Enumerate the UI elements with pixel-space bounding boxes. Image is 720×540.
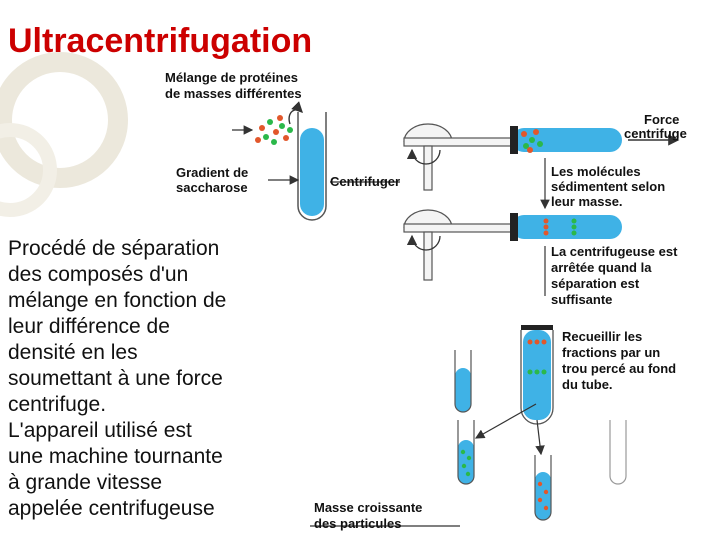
rotor-shaft bbox=[423, 231, 433, 281]
body-line: centrifuge. bbox=[8, 393, 107, 416]
label-recueillir-1: Recueillir les bbox=[562, 329, 642, 344]
horizontal-tube bbox=[510, 126, 622, 154]
label-melange-1: Mélange de protéines bbox=[165, 70, 298, 85]
rotor-shaft bbox=[423, 145, 433, 191]
slide-title: Ultracentrifugation bbox=[8, 22, 313, 60]
body-line: Procédé de séparation bbox=[8, 237, 220, 260]
label-recueillir-2: fractions par un bbox=[562, 345, 660, 360]
label-recueillir-4: du tube. bbox=[562, 377, 613, 392]
transfer-arrow-1 bbox=[474, 403, 537, 439]
label-masse-2: des particules bbox=[314, 516, 401, 531]
label-molecules-1: Les molécules bbox=[551, 164, 641, 179]
label-gradient-1: Gradient de bbox=[176, 165, 248, 180]
label-molecules-3: leur masse. bbox=[551, 194, 623, 209]
collection-tube-1 bbox=[454, 350, 472, 413]
body-line: des composés d'un bbox=[8, 263, 189, 286]
slide-body-text: Procédé de séparation des composés d'un … bbox=[8, 236, 288, 522]
label-force-1: Force bbox=[644, 112, 679, 127]
tube-cap bbox=[521, 325, 553, 330]
tube-liquid bbox=[512, 215, 622, 239]
body-line: mélange en fonction de bbox=[8, 289, 227, 312]
body-line: appelée centrifugeuse bbox=[8, 497, 215, 520]
label-arret-4: suffisante bbox=[551, 292, 612, 307]
label-force-2: centrifuge bbox=[624, 126, 687, 141]
body-line: L'appareil utilisé est bbox=[8, 419, 192, 442]
collection-tube-3 bbox=[534, 455, 552, 521]
tube-liquid bbox=[300, 128, 324, 216]
label-arret-1: La centrifugeuse est bbox=[551, 244, 678, 259]
body-line: à grande vitesse bbox=[8, 471, 163, 494]
tube-cap bbox=[510, 126, 518, 154]
separated-horizontal-tube bbox=[510, 213, 622, 241]
rotor-arm bbox=[403, 137, 515, 147]
collection-tube-4 bbox=[609, 420, 627, 485]
label-masse-1: Masse croissante bbox=[314, 500, 422, 515]
tube-liquid bbox=[523, 330, 551, 420]
body-line: soumettant à une force bbox=[8, 367, 223, 390]
label-arret-2: arrêtée quand la bbox=[551, 260, 652, 275]
label-molecules-2: sédimentent selon bbox=[551, 179, 665, 194]
protein-mixture bbox=[255, 115, 293, 145]
swirl-ring-small bbox=[0, 123, 57, 217]
body-line: une machine tournante bbox=[8, 445, 223, 468]
label-arret-3: séparation est bbox=[551, 276, 640, 291]
gradient-tube bbox=[297, 112, 327, 221]
body-line: leur différence de bbox=[8, 315, 170, 338]
swirl-ring-large bbox=[0, 52, 128, 188]
body-line: densité en les bbox=[8, 341, 138, 364]
fraction-tube bbox=[520, 325, 554, 425]
tube-cap bbox=[510, 213, 518, 241]
label-gradient-2: saccharose bbox=[176, 180, 248, 195]
label-melange-2: de masses différentes bbox=[165, 86, 302, 101]
rotation-icon bbox=[406, 148, 441, 165]
transfer-arrow-2 bbox=[535, 419, 545, 456]
label-recueillir-3: trou percé au fond bbox=[562, 361, 676, 376]
rotation-icon bbox=[406, 234, 441, 251]
pour-arrow bbox=[288, 101, 303, 125]
tube-outline bbox=[297, 112, 327, 221]
rotor-separated bbox=[403, 209, 515, 281]
collection-tube-2 bbox=[457, 420, 475, 485]
rotor-spinning bbox=[403, 123, 515, 191]
label-centrifuger: Centrifuger bbox=[330, 174, 400, 189]
rotor-arm bbox=[403, 223, 515, 233]
